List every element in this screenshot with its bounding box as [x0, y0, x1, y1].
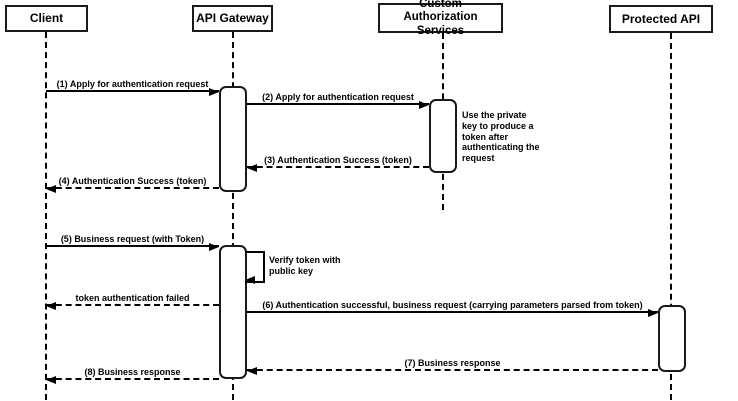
message-business-request: (5) Business request (with Token) [46, 229, 219, 251]
arrowhead-right-icon [648, 309, 658, 317]
message-apply-auth-request: (1) Apply for authentication request [46, 74, 219, 96]
actor-protected-api-label: Protected API [621, 11, 701, 26]
message-verify-token-label: Verify token with public key [269, 255, 341, 276]
message-line [247, 311, 658, 313]
activation-api-gateway-business [219, 245, 247, 379]
message-auth-success-token: (3) Authentication Success (token) [247, 150, 429, 172]
message-line [247, 103, 429, 105]
lifeline-api-gateway [232, 32, 234, 400]
actor-client: Client [5, 5, 88, 32]
message-line [46, 187, 219, 189]
message-line [46, 245, 219, 247]
arrowhead-left-icon [245, 276, 255, 284]
arrowhead-left-icon [46, 302, 56, 310]
message-business-request-label: (5) Business request (with Token) [60, 234, 205, 244]
actor-client-label: Client [29, 11, 64, 26]
actor-custom-authorization-services-label: Custom Authorization Services [403, 0, 478, 37]
note-private-key: Use the private key to produce a token a… [462, 110, 540, 164]
message-token-auth-failed: token authentication failed [46, 288, 219, 310]
message-line [46, 378, 219, 380]
arrowhead-left-icon [46, 376, 56, 384]
message-line [247, 369, 658, 371]
message-auth-success-token-client-label: (4) Authentication Success (token) [58, 176, 207, 186]
message-line [46, 304, 219, 306]
activation-protected-api [658, 305, 686, 372]
message-auth-success-token-label: (3) Authentication Success (token) [264, 155, 412, 165]
arrowhead-left-icon [247, 164, 257, 172]
arrowhead-left-icon [46, 185, 56, 193]
lifeline-protected-api [670, 33, 672, 400]
message-business-response-gateway: (7) Business response [247, 353, 658, 375]
lifeline-client [45, 32, 47, 400]
arrowhead-left-icon [247, 367, 257, 375]
message-apply-auth-request-2: (2) Apply for authentication request [247, 87, 429, 109]
actor-protected-api: Protected API [609, 5, 713, 33]
message-business-response-client: (8) Business response [46, 362, 219, 384]
message-apply-auth-request-label: (1) Apply for authentication request [56, 79, 209, 89]
message-line [46, 90, 219, 92]
activation-custom-authorization-services [429, 99, 457, 173]
message-auth-success-token-client: (4) Authentication Success (token) [46, 171, 219, 193]
arrowhead-right-icon [209, 88, 219, 96]
message-business-response-client-label: (8) Business response [84, 367, 181, 377]
message-auth-successful-business-request: (6) Authentication successful, business … [247, 295, 658, 317]
message-line [247, 166, 429, 168]
message-token-auth-failed-label: token authentication failed [75, 293, 190, 303]
activation-api-gateway-auth [219, 86, 247, 192]
message-verify-token-self-loop [245, 251, 265, 284]
actor-api-gateway-label: API Gateway [196, 11, 269, 26]
actor-api-gateway: API Gateway [192, 5, 273, 32]
message-business-response-gateway-label: (7) Business response [404, 358, 501, 368]
message-auth-successful-business-request-label: (6) Authentication successful, business … [262, 300, 643, 310]
arrowhead-right-icon [419, 101, 429, 109]
message-apply-auth-request-2-label: (2) Apply for authentication request [262, 92, 414, 102]
actor-custom-authorization-services: Custom Authorization Services [378, 0, 503, 37]
arrowhead-right-icon [209, 243, 219, 251]
